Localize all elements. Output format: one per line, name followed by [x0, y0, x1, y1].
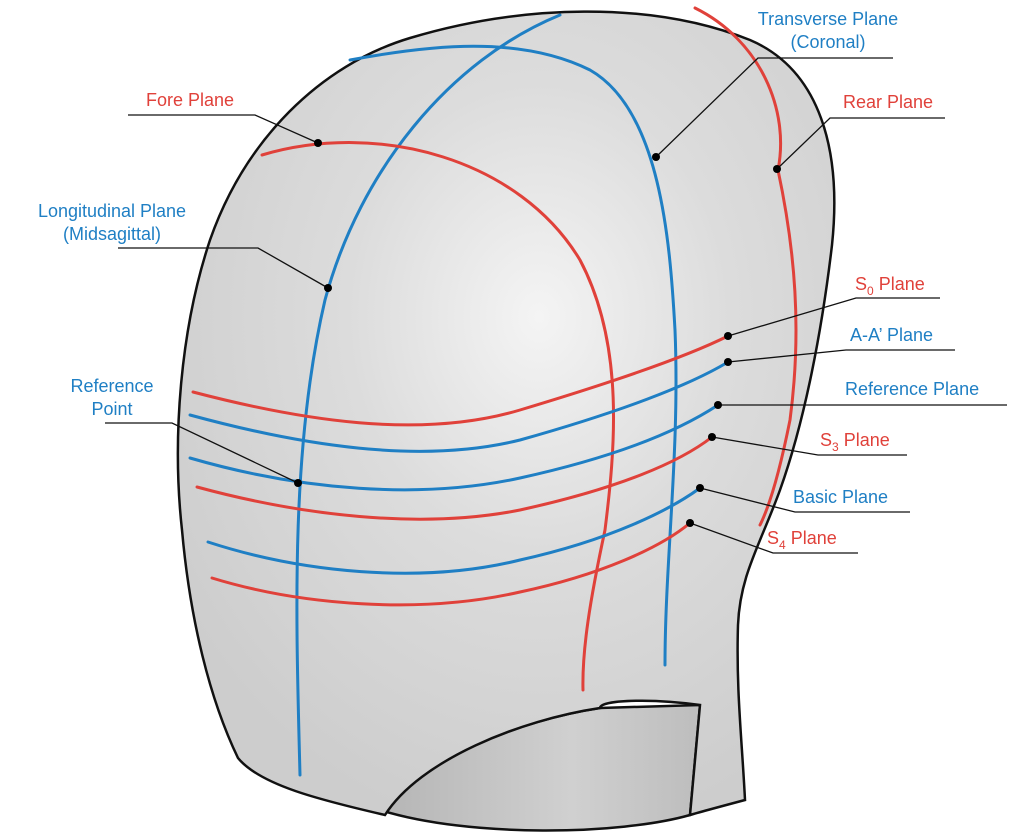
s4-plane-label-suffix: Plane	[786, 528, 837, 548]
rear-plane-dot	[773, 165, 781, 173]
s4-plane-label-prefix: S	[767, 528, 779, 548]
s4-plane-label: S4 Plane	[767, 528, 837, 552]
reference-point-dot	[294, 479, 302, 487]
s0-plane-label: S0 Plane	[855, 274, 925, 298]
s3-plane-dot	[708, 433, 716, 441]
s3-plane-label: S3 Plane	[820, 430, 890, 454]
reference-plane-dot	[714, 401, 722, 409]
s0-plane-dot	[724, 332, 732, 340]
rear-plane-label: Rear Plane	[843, 92, 933, 112]
s0-plane-label-suffix: Plane	[874, 274, 925, 294]
longitudinal-plane-label-line2: (Midsagittal)	[63, 224, 161, 244]
s0-plane-label-prefix: S	[855, 274, 867, 294]
longitudinal-plane-label-line1: Longitudinal Plane	[38, 201, 186, 221]
aa-plane-label: A-A’ Plane	[850, 325, 933, 345]
reference-point-label-line2: Point	[91, 399, 132, 419]
aa-plane-dot	[724, 358, 732, 366]
reference-point-label-line1: Reference	[70, 376, 153, 396]
fore-plane-dot	[314, 139, 322, 147]
s3-plane-label-suffix: Plane	[839, 430, 890, 450]
basic-plane-dot	[696, 484, 704, 492]
fore-plane-label: Fore Plane	[146, 90, 234, 110]
transverse-plane-label-line2: (Coronal)	[790, 32, 865, 52]
s3-plane-label-prefix: S	[820, 430, 832, 450]
reference-plane-label: Reference Plane	[845, 379, 979, 399]
transverse-plane-dot	[652, 153, 660, 161]
longitudinal-plane-dot	[324, 284, 332, 292]
transverse-plane-label-line1: Transverse Plane	[758, 9, 898, 29]
s4-plane-dot	[686, 519, 694, 527]
basic-plane-label: Basic Plane	[793, 487, 888, 507]
